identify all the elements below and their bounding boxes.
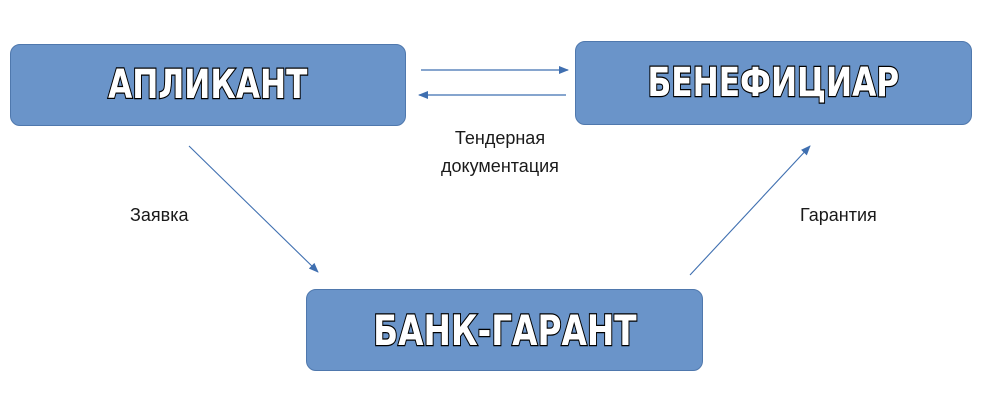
tender-label-line-1: Тендерная <box>454 128 546 148</box>
arrow-bank-to-beneficiary <box>689 145 811 276</box>
applicant-node: АПЛИКАНТ <box>10 44 406 126</box>
bank-guarantor-label: БАНК-ГАРАНТ <box>372 304 637 356</box>
bank-guarantor-node: БАНК-ГАРАНТ <box>306 289 703 371</box>
tender-label-line-2: документация <box>441 156 559 176</box>
guarantee-label: Гарантия <box>800 205 877 225</box>
beneficiary-label: БЕНЕФИЦИАР <box>647 59 901 108</box>
request-label: Заявка <box>130 205 189 225</box>
applicant-label: АПЛИКАНТ <box>107 61 308 110</box>
tender-documentation-label: Тендерная документация <box>415 124 585 180</box>
arrow-applicant-to-bank <box>188 145 319 273</box>
beneficiary-node: БЕНЕФИЦИАР <box>575 41 972 125</box>
